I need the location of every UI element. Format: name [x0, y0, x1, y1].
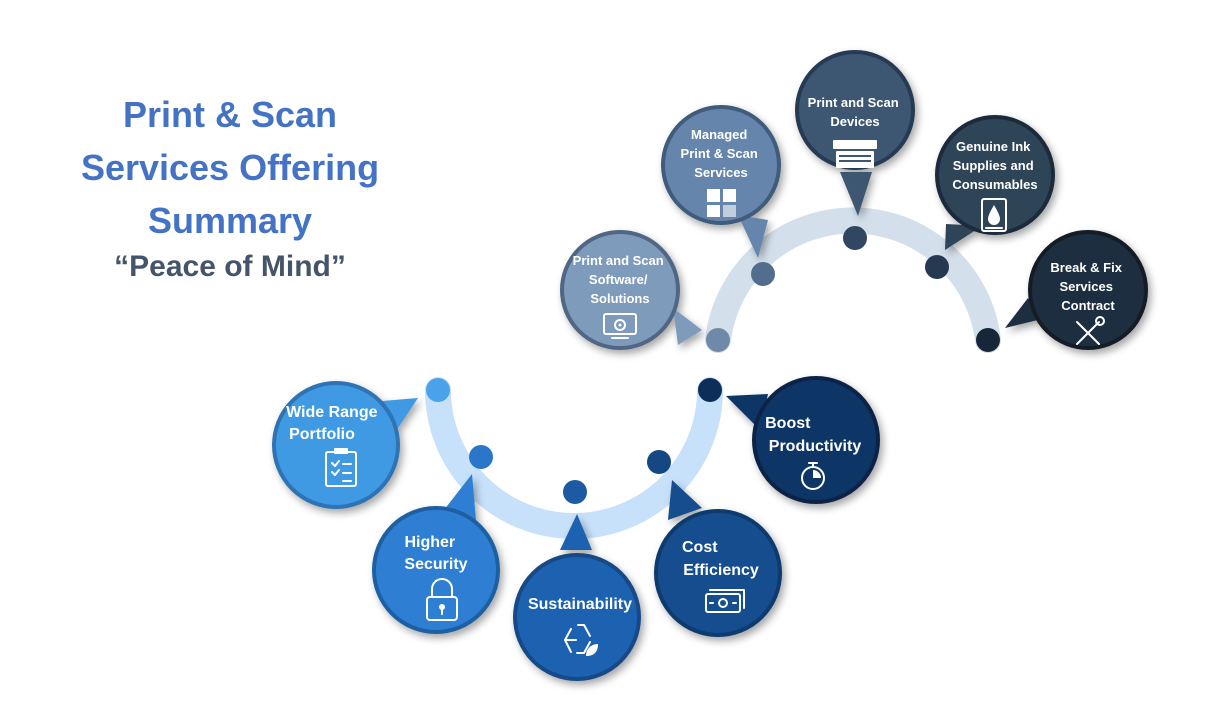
service-bubble	[1028, 230, 1148, 350]
arc-dot	[647, 450, 671, 474]
benefit-bubble	[513, 553, 641, 681]
benefit-node-sustainability: Sustainability	[513, 514, 641, 681]
benefit-label: Cost Efficiency	[682, 539, 759, 579]
arc-dot	[563, 480, 587, 504]
arc-dot	[843, 226, 867, 250]
printer-icon	[833, 140, 877, 168]
arc-dot	[706, 328, 730, 352]
service-label: Break & Fix Services Contract	[1050, 260, 1125, 313]
service-node-ink-supplies: Genuine Ink Supplies and Consumables	[935, 115, 1055, 250]
title-block: Print & Scan Services Offering Summary “…	[60, 88, 400, 287]
benefit-label: Wide Range Portfolio	[286, 404, 382, 443]
service-pointer	[840, 172, 872, 216]
arc-dot	[751, 262, 775, 286]
services-arc-dots	[706, 226, 1000, 352]
benefit-node-higher-security: Higher Security	[372, 474, 500, 634]
benefit-node-wide-range: Wide Range Portfolio	[272, 381, 418, 509]
arc-dot	[698, 378, 722, 402]
title-line: Services Offering	[80, 147, 380, 188]
software-gear-monitor-icon	[603, 313, 637, 339]
service-node-managed-services: Managed Print & Scan Services	[661, 105, 781, 258]
stopwatch-icon	[801, 462, 825, 490]
arc-dot	[976, 328, 1000, 352]
arc-dot	[925, 255, 949, 279]
service-bubble	[661, 105, 781, 225]
puzzle-icon	[707, 189, 736, 217]
service-pointer	[1005, 298, 1046, 328]
service-pointer	[738, 215, 768, 258]
benefit-node-boost-productivity: Boost Productivity	[726, 376, 880, 504]
ink-cartridge-icon	[981, 198, 1007, 232]
services-arc-track	[705, 207, 1001, 353]
money-icon	[705, 589, 745, 613]
title-line: Summary	[147, 200, 313, 241]
checklist-icon	[325, 448, 357, 487]
benefit-pointer	[668, 480, 702, 520]
service-label: Print and Scan Devices	[808, 95, 903, 129]
service-node-break-fix: Break & Fix Services Contract	[1005, 230, 1148, 350]
arc-dot	[426, 378, 450, 402]
recycle-icon	[564, 624, 598, 656]
service-label: Genuine Ink Supplies and Consumables	[952, 139, 1037, 192]
benefit-bubble	[272, 381, 400, 509]
benefit-label: Sustainability	[528, 596, 632, 613]
lock-icon	[426, 578, 458, 621]
service-node-devices: Print and Scan Devices	[795, 50, 915, 216]
benefit-label: Higher Security	[404, 534, 467, 573]
benefit-bubble	[372, 506, 500, 634]
title-line: Print & Scan	[122, 94, 338, 135]
subtitle: “Peace of Mind”	[114, 250, 346, 283]
benefit-bubble	[654, 509, 782, 637]
service-pointer	[673, 308, 702, 345]
service-label: Managed Print & Scan Services	[681, 127, 762, 180]
service-bubble	[935, 115, 1055, 235]
benefits-arc-dots	[426, 378, 722, 504]
arc-dot	[469, 445, 493, 469]
tools-icon	[1076, 316, 1105, 345]
benefit-bubble	[752, 376, 880, 504]
benefit-pointer	[560, 514, 592, 550]
benefit-label: Boost Productivity	[765, 415, 861, 455]
service-label: Print and Scan Software/ Solutions	[573, 253, 668, 306]
service-bubble	[560, 230, 680, 350]
benefit-node-cost-efficiency: Cost Efficiency	[654, 480, 782, 637]
service-node-software-solutions: Print and Scan Software/ Solutions	[560, 230, 702, 350]
service-bubble	[795, 50, 915, 170]
